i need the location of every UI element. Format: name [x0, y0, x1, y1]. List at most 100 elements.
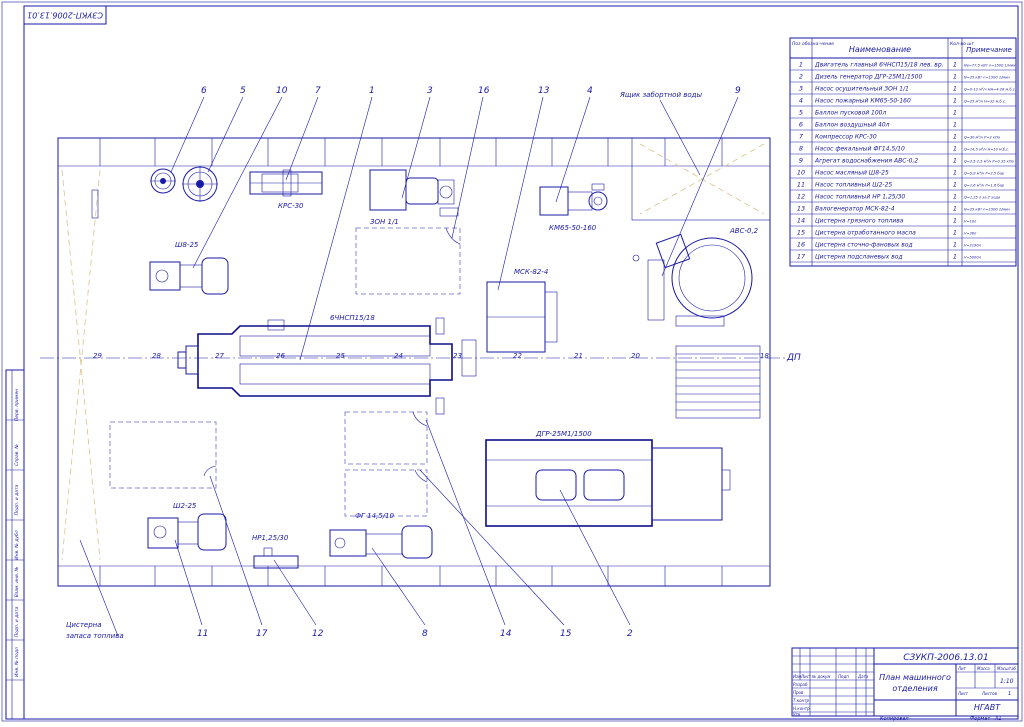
stamp-2: Подп. и дата	[14, 484, 20, 515]
cell-note: V=10л	[964, 220, 977, 224]
th-name: Наименование	[849, 45, 911, 54]
tb-title-2: отделения	[892, 684, 937, 693]
equipment-table: Поз обозна-чение Наименование Кол-во шт …	[789, 37, 1017, 267]
side-stamp: Перв. примен Справ. № Подп. и дата Инв. …	[5, 369, 25, 720]
role-4: Утв	[793, 712, 801, 717]
cell-pos: 16	[797, 241, 805, 249]
cell-name: Цистерна грязного топлива	[815, 218, 904, 225]
cell-name: Баллон воздушный 40л	[815, 122, 890, 129]
stairs	[675, 345, 761, 419]
cell-pos: 12	[797, 193, 805, 201]
cell-name: Насос фекальный ФГ14,5/10	[815, 146, 905, 153]
cell-name: Двигатель главный 6ЧНСП15/18 лев. вр.	[814, 62, 944, 69]
tb-title-1: План машинного	[879, 673, 951, 682]
cell-qty: 1	[953, 205, 957, 213]
cell-pos: 2	[799, 73, 803, 81]
th-qty: Кол-во шт	[950, 41, 974, 47]
cell-name: Агрегат водоснабжения АВС-0,2	[814, 158, 918, 165]
tb-scale-label: Масштаб	[997, 666, 1017, 671]
cell-pos: 15	[797, 229, 805, 237]
tb-code: СЗУКП-2006.13.01	[903, 653, 988, 663]
cell-note: Q=0-12 м³/ч Нм=4-28 м.б.с.	[964, 88, 1016, 92]
frame-27: 27	[215, 352, 224, 360]
cell-note: Q=5,8 м³/ч Р=2,5 бар	[964, 172, 1005, 176]
cell-qty: 1	[953, 109, 957, 117]
frame-20: 20	[631, 352, 640, 360]
callout-12: 12	[312, 629, 324, 639]
cell-name: Насос пожарный КМ65-50-160	[815, 98, 911, 105]
cell-name: Цистерна подсланевых вод	[815, 254, 903, 261]
callout-16: 16	[478, 86, 490, 96]
fire-pump-km65: КМ65-50-160	[539, 183, 608, 232]
air-balloon-6	[150, 168, 176, 194]
tb-scale: 1:10	[1000, 678, 1014, 685]
cell-qty: 1	[953, 73, 957, 81]
callout-1: 1	[369, 86, 375, 96]
cell-name: Насос топливный Ш2-25	[815, 182, 892, 189]
start-balloon-5	[182, 166, 218, 202]
cell-qty: 1	[953, 253, 957, 261]
frame-18: 18	[760, 352, 769, 360]
tb-sheets-label: Листов	[981, 691, 998, 696]
km-label: КМ65-50-160	[549, 224, 597, 232]
msk-label: МСК-82-4	[514, 268, 548, 276]
role-0: Разраб	[793, 682, 808, 687]
box-note: Ящик забортной воды	[619, 91, 702, 99]
footer-format: А1	[994, 716, 1002, 722]
callout-15: 15	[560, 629, 572, 639]
col-date: Дата	[857, 674, 869, 679]
tank-note-1: Цистерна	[66, 621, 102, 629]
np-label: НР1,25/30	[252, 534, 289, 542]
cell-qty: 1	[953, 241, 957, 249]
cell-pos: 7	[799, 133, 804, 141]
footer-format-label: Формат	[970, 716, 991, 722]
cell-qty: 1	[953, 217, 957, 225]
bilge-tank-17	[109, 421, 217, 489]
cell-pos: 13	[797, 205, 805, 213]
cell-note: Q=14,5 м³/ч Н=10 м.б.с.	[964, 148, 1009, 152]
stamp-3: Инв. № дубл	[14, 530, 20, 559]
cell-name: Насос осушительный ЗОН 1/1	[815, 86, 909, 93]
stamp-0: Перв. примен	[14, 389, 20, 421]
callouts: 6 5 10 7 1 3 16 13 4 9 11 17 12 8 14 15 …	[197, 86, 741, 639]
cell-name: Цистерна сточно-фановых вод	[815, 242, 913, 249]
frame-23: 23	[453, 352, 462, 360]
drawing-frame	[23, 5, 1019, 720]
cell-pos: 14	[797, 217, 805, 225]
tb-sheets-count: 1	[1008, 691, 1011, 697]
col-sign: Подп	[838, 674, 849, 679]
frame-29: 29	[93, 352, 102, 360]
hull-outline	[57, 137, 771, 587]
cell-qty: 1	[953, 193, 957, 201]
shv-label: Ш8-25	[175, 241, 199, 249]
cell-qty: 1	[953, 121, 957, 129]
cell-qty: 1	[953, 133, 957, 141]
callout-17: 17	[256, 629, 268, 639]
tb-mass-label: Масса	[977, 666, 990, 671]
footer-copied: Копировал	[880, 716, 909, 722]
callout-6: 6	[201, 86, 207, 96]
role-1: Пров	[793, 690, 804, 695]
stamp-6: Инв. № подл	[14, 647, 20, 677]
callout-13: 13	[538, 86, 550, 96]
cell-qty: 1	[953, 97, 957, 105]
stamp-4: Взам. инв. №	[14, 566, 20, 597]
cell-name: Валогенератор МСК-82-4	[815, 206, 895, 213]
frame-22: 22	[513, 352, 522, 360]
th-pos: Поз обозна-чение	[792, 41, 834, 47]
callout-14: 14	[500, 629, 512, 639]
cell-pos: 8	[799, 145, 803, 153]
krs-label: КРС-30	[278, 202, 304, 210]
oil-pump-sh825: Ш8-25	[149, 241, 229, 295]
cell-note: Ne=77,5 кВт n=1500 1/мин	[964, 64, 1016, 68]
cell-pos: 3	[799, 85, 803, 93]
title-block: Изм Лист № докум Подп Дата Разраб Пров Т…	[791, 647, 1019, 717]
cell-note: N=25 кВт n=1500 1/мин	[964, 208, 1010, 212]
cell-pos: 6	[799, 121, 803, 129]
cell-qty: 1	[953, 181, 957, 189]
centerline-label: ДП	[786, 353, 801, 363]
bilge-pump-zon: ЗОН 1/1	[369, 169, 459, 226]
cell-name: Компрессор КРС-30	[815, 134, 877, 141]
fuel-pump-sh225: Ш2-25	[147, 502, 227, 551]
